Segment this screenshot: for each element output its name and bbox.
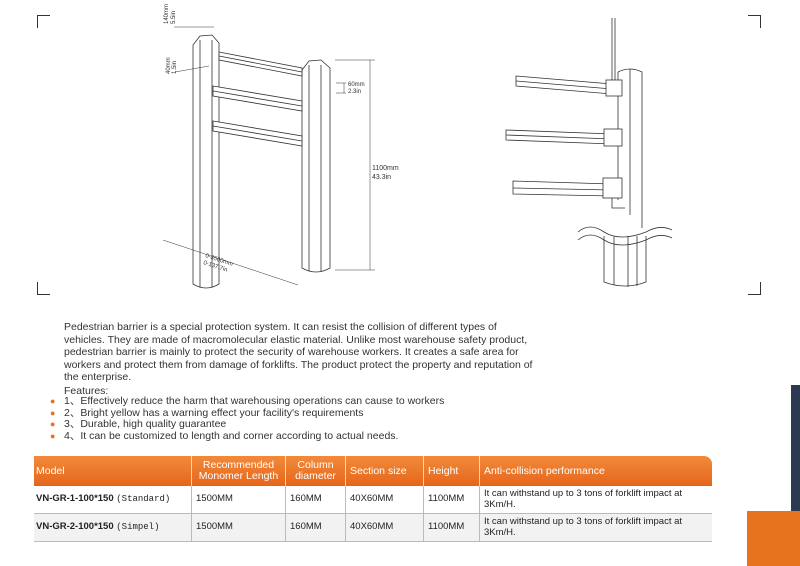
table-row: VN-GR-1-100*150 (Standard) 1500MM 160MM … xyxy=(34,486,712,514)
dim-rail-height-in: 1.5in xyxy=(172,61,178,74)
dim-rail-height-mm: 40mm xyxy=(166,57,172,74)
header-section: Section size xyxy=(346,456,424,486)
header-model: Model xyxy=(34,456,192,486)
corner-mark-bottom-right xyxy=(748,282,761,295)
feature-item: ●2、Bright yellow has a warning effect yo… xyxy=(50,406,364,419)
table-row: VN-GR-2-100*150 (Simpel) 1500MM 160MM 40… xyxy=(34,514,712,542)
dim-rail-depth-mm: 60mm xyxy=(348,82,365,88)
feature-item: ●3、Durable, high quality guarantee xyxy=(50,418,227,430)
cell-model: VN-GR-2-100*150 (Simpel) xyxy=(34,514,192,541)
cell-height: 1100MM xyxy=(424,514,480,541)
dim-rail-depth-in: 2.3in xyxy=(348,89,361,95)
spec-table: Model Recommended Monomer Length Column … xyxy=(34,456,712,542)
barrier-isometric-drawing xyxy=(162,26,375,289)
header-height: Height xyxy=(424,456,480,486)
cell-diameter: 160MM xyxy=(286,486,346,513)
feature-item: ●1、Effectively reduce the harm that ware… xyxy=(50,395,445,407)
features-list: ●1、Effectively reduce the harm that ware… xyxy=(50,395,445,442)
cell-length: 1500MM xyxy=(192,486,286,513)
cell-performance: It can withstand up to 3 tons of forklif… xyxy=(484,516,683,538)
bullet-icon: ● xyxy=(50,396,56,406)
corner-mark-top-left xyxy=(37,15,50,28)
decorative-orange-block xyxy=(747,511,800,566)
cell-section: 40X60MM xyxy=(346,486,424,513)
decorative-navy-bar xyxy=(791,385,800,511)
description-paragraph: Pedestrian barrier is a special protecti… xyxy=(64,321,533,383)
header-performance: Anti-collision performance xyxy=(484,464,605,477)
cell-section: 40X60MM xyxy=(346,514,424,541)
product-drawings: 140mm 5.5in 40mm 1.5in 60mm 2.3in 1100mm… xyxy=(162,4,673,289)
header-length: Recommended Monomer Length xyxy=(192,456,286,486)
cell-height: 1100MM xyxy=(424,486,480,513)
cell-model: VN-GR-1-100*150 (Standard) xyxy=(34,486,192,513)
corner-mark-top-right xyxy=(748,15,761,28)
dim-total-height-mm: 1100mm xyxy=(372,165,399,172)
header-diameter: Column diameter xyxy=(286,456,346,486)
dim-total-height-in: 43.3in xyxy=(372,174,391,181)
feature-item: ●4、It can be customized to length and co… xyxy=(50,429,399,442)
dim-column-width-mm: 140mm xyxy=(164,4,170,24)
features-title: Features: xyxy=(64,385,109,397)
dim-column-width-in: 5.5in xyxy=(171,11,177,24)
cell-diameter: 160MM xyxy=(286,514,346,541)
cell-length: 1500MM xyxy=(192,514,286,541)
barrier-cross-section-drawing xyxy=(505,18,673,287)
corner-mark-bottom-left xyxy=(37,282,50,295)
product-description: Pedestrian barrier is a special protecti… xyxy=(64,321,534,384)
cell-performance: It can withstand up to 3 tons of forklif… xyxy=(484,488,683,510)
bullet-icon: ● xyxy=(50,407,56,418)
bullet-icon: ● xyxy=(50,430,56,441)
bullet-icon: ● xyxy=(50,419,56,429)
table-header: Model Recommended Monomer Length Column … xyxy=(34,456,712,486)
